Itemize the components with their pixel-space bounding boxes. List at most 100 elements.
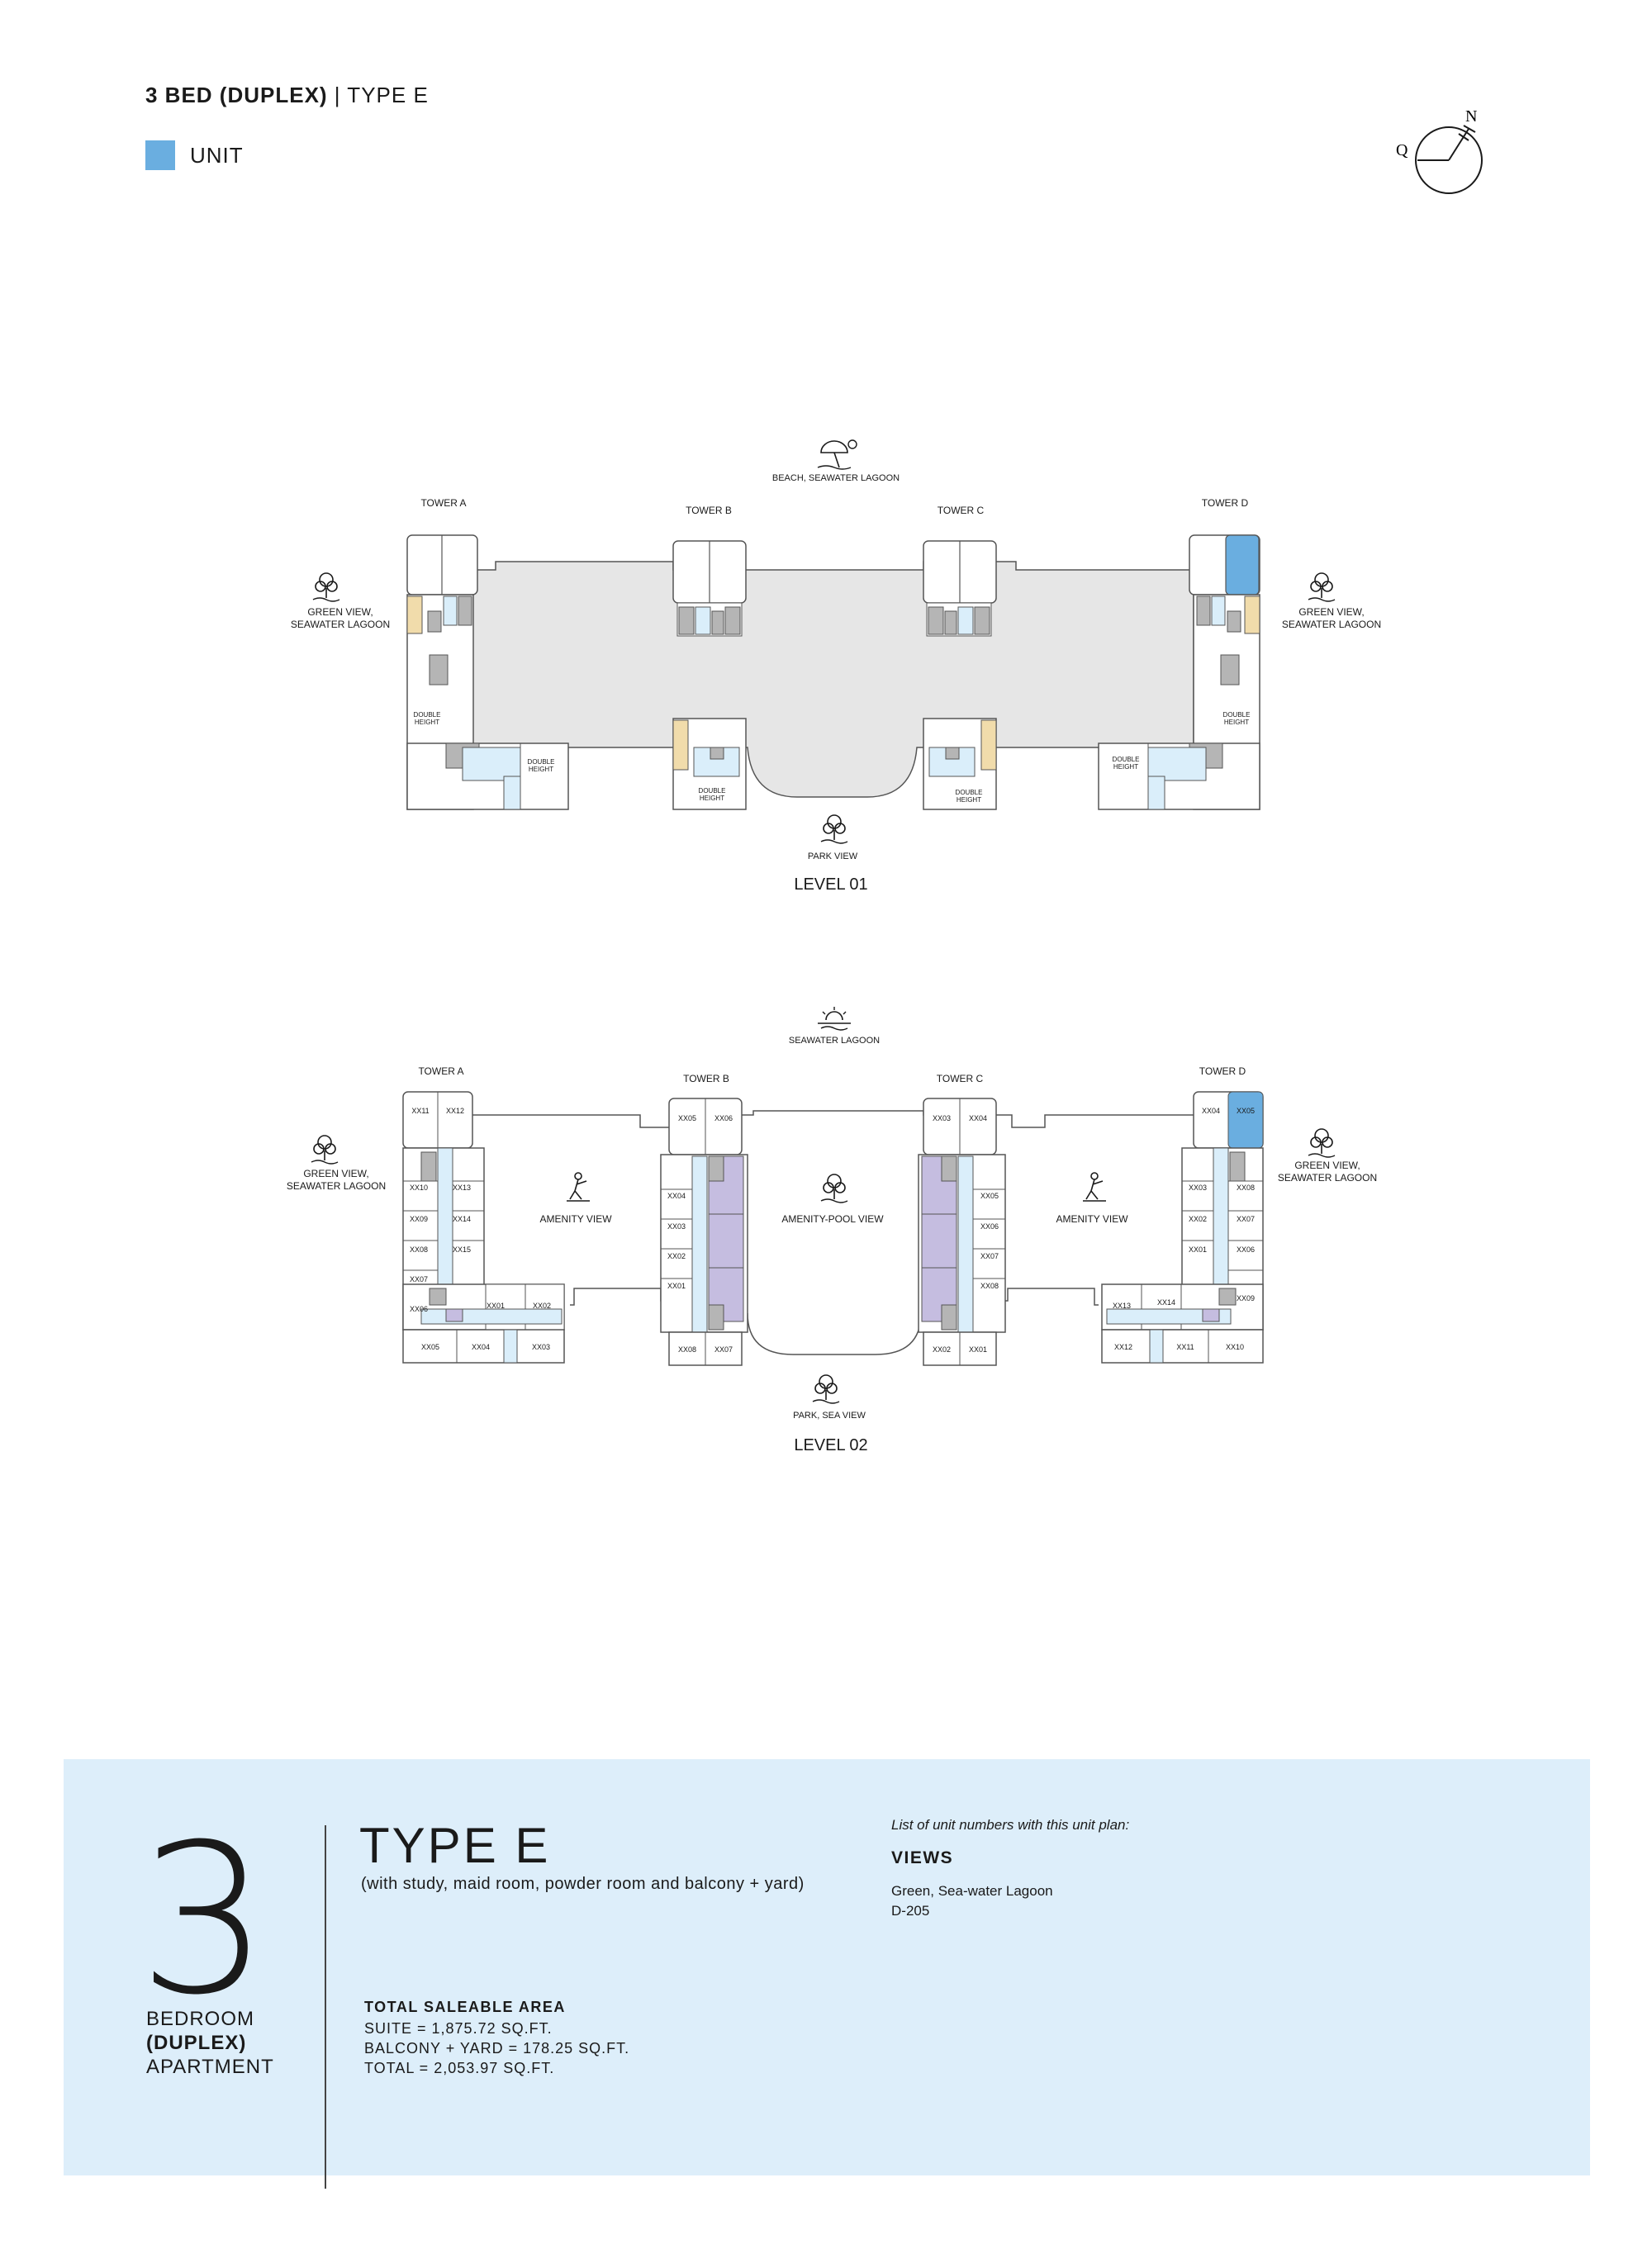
tree-icon	[812, 1374, 840, 1404]
floor-plans: BEACH, SEAWATER LAGOON PARK VIEW GREEN V…	[287, 439, 1381, 1454]
l01-tower-c: TOWER C	[938, 505, 985, 516]
double-height-label: HEIGHT	[700, 795, 724, 802]
unit-label: XX01	[1189, 1245, 1207, 1254]
l01-tower-d: TOWER D	[1202, 497, 1249, 509]
type-title: TYPE E	[359, 1818, 551, 1873]
unit-label: XX06	[980, 1222, 999, 1231]
divider	[325, 1825, 326, 2189]
l02-left-view-2: SEAWATER LAGOON	[287, 1180, 386, 1192]
area-suite: SUITE = 1,875.72 SQ.FT.	[364, 2020, 553, 2037]
compass-icon: N Q	[1396, 107, 1483, 194]
area-balcony: BALCONY + YARD = 178.25 SQ.FT.	[364, 2040, 630, 2057]
unit-label: XX03	[933, 1114, 951, 1122]
bedroom-count: 3	[138, 1800, 270, 2040]
views-title: VIEWS	[891, 1848, 954, 1867]
unit-label: XX15	[453, 1245, 471, 1254]
double-height-label: DOUBLE	[528, 758, 555, 766]
unit-label: XX11	[1176, 1343, 1194, 1351]
tree-icon	[312, 572, 340, 602]
unit-label: XX13	[453, 1184, 471, 1192]
unit-label: XX03	[667, 1222, 686, 1231]
unit-label: XX06	[1237, 1245, 1255, 1254]
l02-right-view-2: SEAWATER LAGOON	[1278, 1172, 1377, 1184]
unit-number: D-205	[891, 1903, 930, 1919]
unit-label: XX10	[1226, 1343, 1244, 1351]
unit-label: XX07	[980, 1252, 999, 1260]
unit-label: XX14	[453, 1215, 471, 1223]
tower-d-unit-highlight-l01	[1225, 534, 1260, 595]
unit-label: XX02	[667, 1252, 686, 1260]
tree-icon	[820, 1174, 848, 1203]
l02-tower-b: TOWER B	[683, 1073, 729, 1084]
unit-label: XX02	[933, 1345, 951, 1354]
level-02-plan: SEAWATER LAGOON PARK, SEA VIEW GREEN VIE…	[287, 1007, 1377, 1454]
unit-label: XX05	[980, 1192, 999, 1200]
legend: UNIT	[145, 140, 244, 170]
double-height-label: DOUBLE	[1223, 711, 1251, 719]
unit-label: XX12	[1114, 1343, 1132, 1351]
beach-icon	[817, 439, 857, 470]
l01-right-view-1: GREEN VIEW,	[1298, 606, 1364, 618]
l02-tower-a: TOWER A	[418, 1065, 463, 1077]
tree-icon	[1308, 1128, 1336, 1158]
person-icon	[566, 1172, 591, 1202]
unit-label: XX05	[1237, 1107, 1255, 1115]
tree-icon	[820, 814, 848, 844]
compass-west: Q	[1396, 141, 1408, 159]
unit-label: XX03	[1189, 1184, 1207, 1192]
l01-tower-a: TOWER A	[420, 497, 466, 509]
tree-icon	[311, 1135, 339, 1165]
bedroom-text: BEDROOM	[146, 2008, 255, 2030]
unit-label: XX02	[1189, 1215, 1207, 1223]
area-title: TOTAL SALEABLE AREA	[364, 1999, 566, 2015]
l02-top-view: SEAWATER LAGOON	[789, 1036, 880, 1046]
l02-left-view-1: GREEN VIEW,	[303, 1168, 368, 1179]
unit-label: XX01	[487, 1302, 505, 1310]
unit-label: XX07	[714, 1345, 733, 1354]
title-bold: 3 BED (DUPLEX)	[145, 83, 328, 107]
lagoon-icon	[818, 1007, 851, 1031]
l01-tower-b: TOWER B	[686, 505, 732, 516]
unit-label: XX07	[410, 1275, 428, 1283]
info-panel: 3 BEDROOM (DUPLEX) APARTMENT TYPE E (wit…	[64, 1759, 1590, 2189]
unit-label: XX04	[1202, 1107, 1220, 1115]
page-title: 3 BED (DUPLEX) | TYPE E	[145, 83, 429, 108]
double-height-label: HEIGHT	[957, 796, 981, 804]
unit-label: XX02	[533, 1302, 551, 1310]
bedroom-label: BEDROOM (DUPLEX) APARTMENT	[146, 2007, 274, 2079]
unit-label: XX07	[1237, 1215, 1255, 1223]
l01-right-view-2: SEAWATER LAGOON	[1282, 619, 1381, 630]
tree-icon	[1308, 572, 1336, 602]
unit-label: XX08	[678, 1345, 696, 1354]
l01-bottom-view: PARK VIEW	[808, 852, 858, 861]
l02-amenity-pool-view: AMENITY-POOL VIEW	[781, 1213, 884, 1225]
l01-left-view-1: GREEN VIEW,	[307, 606, 373, 618]
unit-label: XX11	[411, 1107, 429, 1115]
duplex-bold: (DUPLEX)	[146, 2032, 247, 2054]
l02-bottom-view: PARK, SEA VIEW	[793, 1411, 866, 1421]
duplex-text: (DUPLEX)	[146, 2031, 274, 2055]
double-height-label: HEIGHT	[1113, 763, 1138, 771]
double-height-label: DOUBLE	[414, 711, 441, 719]
double-height-label: HEIGHT	[1224, 719, 1249, 726]
apartment-text: APARTMENT	[146, 2056, 274, 2078]
unit-label: XX03	[532, 1343, 550, 1351]
unit-label: XX04	[667, 1192, 686, 1200]
unit-label: XX12	[446, 1107, 464, 1115]
unit-label: XX08	[410, 1245, 428, 1254]
legend-label: UNIT	[190, 142, 244, 168]
unit-label: XX13	[1113, 1302, 1131, 1310]
unit-label: XX04	[472, 1343, 490, 1351]
l01-title: LEVEL 01	[794, 875, 867, 894]
unit-label: XX10	[410, 1184, 428, 1192]
l02-amenity-view-a: AMENITY VIEW	[539, 1213, 612, 1225]
l02-tower-c: TOWER C	[937, 1073, 984, 1084]
unit-label: XX05	[421, 1343, 439, 1351]
person-icon	[1082, 1172, 1107, 1202]
unit-label: XX14	[1157, 1298, 1175, 1307]
double-height-label: HEIGHT	[529, 766, 553, 773]
type-subtitle: (with study, maid room, powder room and …	[361, 1875, 805, 1893]
compass-north: N	[1465, 107, 1477, 126]
unit-label: XX01	[969, 1345, 987, 1354]
l02-amenity-view-d: AMENITY VIEW	[1056, 1213, 1128, 1225]
